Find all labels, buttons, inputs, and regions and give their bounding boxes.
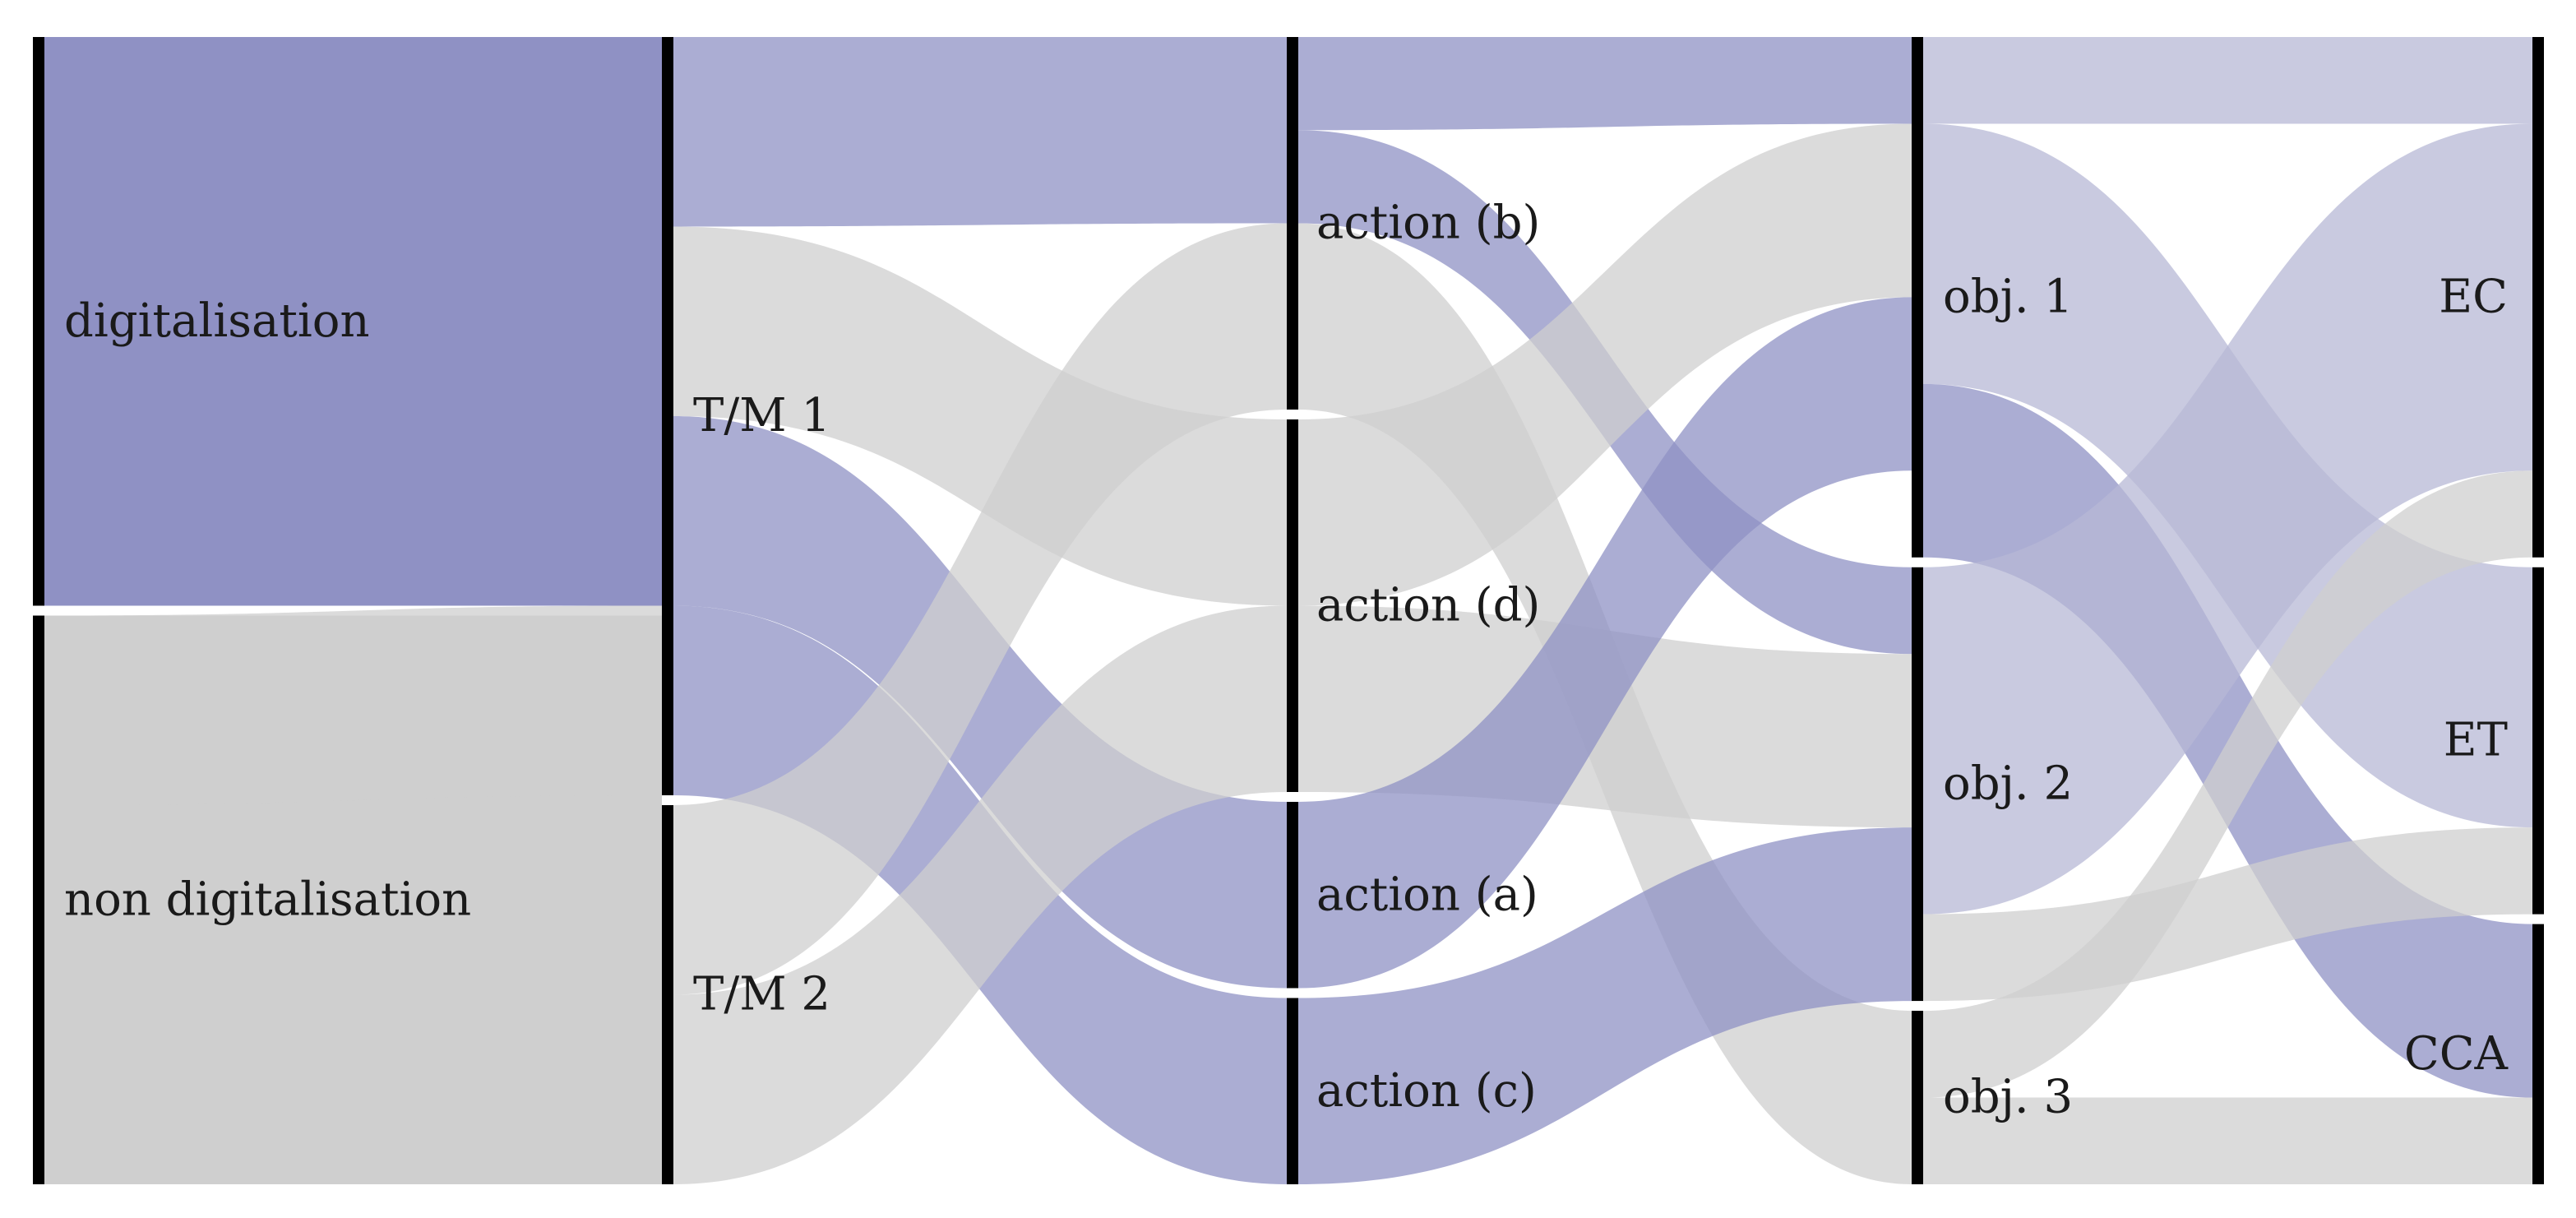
- node-bar-tm2: [662, 805, 673, 1184]
- node-label-tm1: T/M 1: [693, 389, 830, 442]
- node-label-digitalisation: digitalisation: [64, 294, 370, 348]
- node-label-o1: obj. 1: [1943, 270, 2073, 323]
- node-label-c: action (c): [1316, 1064, 1537, 1118]
- node-bar-cca: [2532, 924, 2544, 1184]
- flow-o3-to-cca: [1923, 1097, 2532, 1184]
- node-label-non_digitalisation: non digitalisation: [64, 873, 471, 926]
- node-label-tm2: T/M 2: [693, 968, 830, 1021]
- node-bars: [33, 37, 2544, 1184]
- node-bar-a: [1287, 802, 1298, 989]
- flow-links: [44, 37, 2532, 1184]
- node-bar-b: [1287, 37, 1298, 410]
- node-bar-o1: [1912, 37, 1923, 558]
- node-bar-c: [1287, 998, 1298, 1184]
- flow-c-to-o2: [1298, 827, 1912, 1184]
- flow-tm1-to-b: [673, 37, 1287, 227]
- node-bar-non_digitalisation: [33, 615, 44, 1184]
- node-bar-d: [1287, 419, 1298, 792]
- flow-o3-to-ec: [1923, 470, 2532, 1098]
- flow-o2-to-ec: [1923, 123, 2532, 915]
- node-label-et: ET: [2444, 714, 2508, 767]
- node-label-ec: EC: [2439, 270, 2508, 323]
- flow-digitalisation-to-tm1: [44, 37, 662, 606]
- flow-non_digitalisation-to-tm1: [44, 605, 662, 805]
- node-labels: digitalisation non digitalisation T/M 1 T/M…: [64, 197, 2509, 1124]
- flow-d-to-o1: [1298, 123, 1912, 606]
- node-label-d: action (d): [1316, 579, 1540, 632]
- flow-o1-to-ec: [1923, 37, 2532, 124]
- node-bar-ec: [2532, 37, 2544, 558]
- flow-non_digitalisation-to-tm2: [44, 805, 662, 1184]
- node-bar-o3: [1912, 1011, 1923, 1184]
- node-label-o2: obj. 2: [1943, 757, 2073, 810]
- node-bar-digitalisation: [33, 37, 44, 606]
- node-bar-tm1: [662, 37, 673, 795]
- node-label-b: action (b): [1316, 197, 1540, 250]
- flow-a-to-o1: [1298, 297, 1912, 989]
- node-label-a: action (a): [1316, 868, 1538, 921]
- flow-b-to-o1: [1298, 37, 1912, 131]
- flow-tm1-to-d: [673, 226, 1287, 606]
- node-label-o3: obj. 3: [1943, 1071, 2073, 1124]
- flow-tm2-to-b: [673, 223, 1287, 995]
- node-bar-o2: [1912, 567, 1923, 1002]
- node-bar-et: [2532, 567, 2544, 915]
- node-label-cca: CCA: [2404, 1027, 2509, 1081]
- flow-tm2-to-d: [673, 605, 1287, 1184]
